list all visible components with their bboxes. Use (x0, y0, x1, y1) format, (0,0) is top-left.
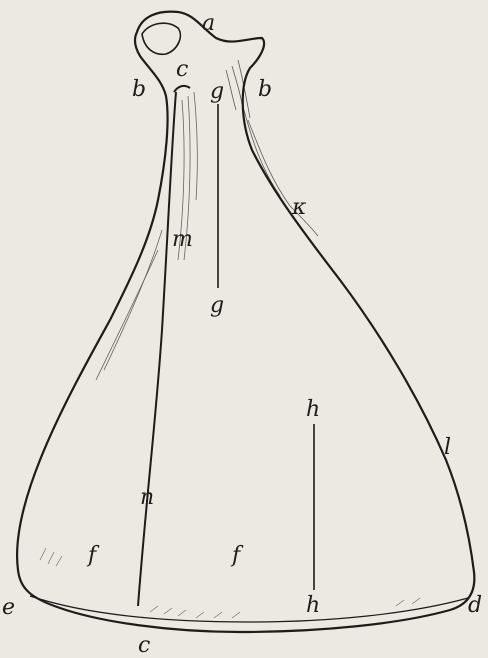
label-c-bottom: c (138, 633, 150, 658)
label-g-top: g (210, 79, 224, 104)
label-b-right: b (258, 77, 272, 102)
label-f-right: f (230, 543, 244, 568)
label-n: n (140, 485, 154, 510)
label-g-mid: g (210, 293, 224, 318)
label-c-top: c (176, 57, 188, 82)
label-h-lower: h (306, 593, 320, 618)
label-f-left: f (86, 543, 100, 568)
bottom-hatching (40, 548, 420, 618)
label-h-upper: h (306, 397, 320, 422)
articular-head (142, 23, 180, 54)
label-l: l (444, 435, 451, 460)
label-k: κ (291, 195, 307, 220)
label-m: m (172, 227, 193, 252)
label-d: d (468, 593, 482, 618)
label-a: a (202, 11, 215, 36)
label-e: e (2, 595, 15, 620)
bone-outline (17, 12, 474, 632)
label-b-left: b (132, 77, 146, 102)
